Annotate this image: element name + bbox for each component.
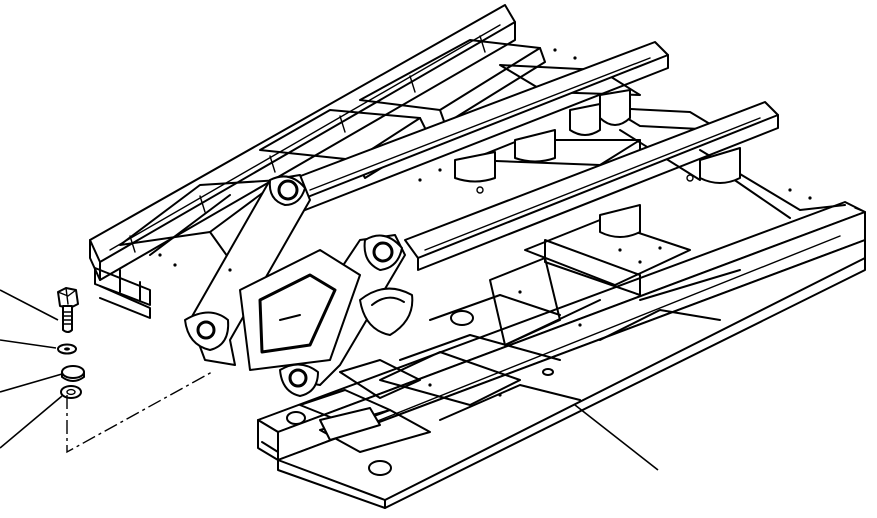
shim-plate-icon — [60, 385, 82, 399]
hex-bolt-icon — [57, 287, 79, 333]
beam-brackets — [454, 89, 741, 238]
assembly-centerline — [66, 371, 213, 454]
longitudinal-beams — [289, 41, 779, 271]
mounting-pads — [286, 310, 554, 476]
boom-mount-bracket — [184, 174, 414, 397]
rivet-holes — [158, 48, 812, 397]
right-track-frame — [257, 201, 866, 509]
leader-lines — [0, 289, 659, 471]
washer-icon — [57, 343, 77, 355]
cap-plate-icon — [61, 365, 85, 382]
